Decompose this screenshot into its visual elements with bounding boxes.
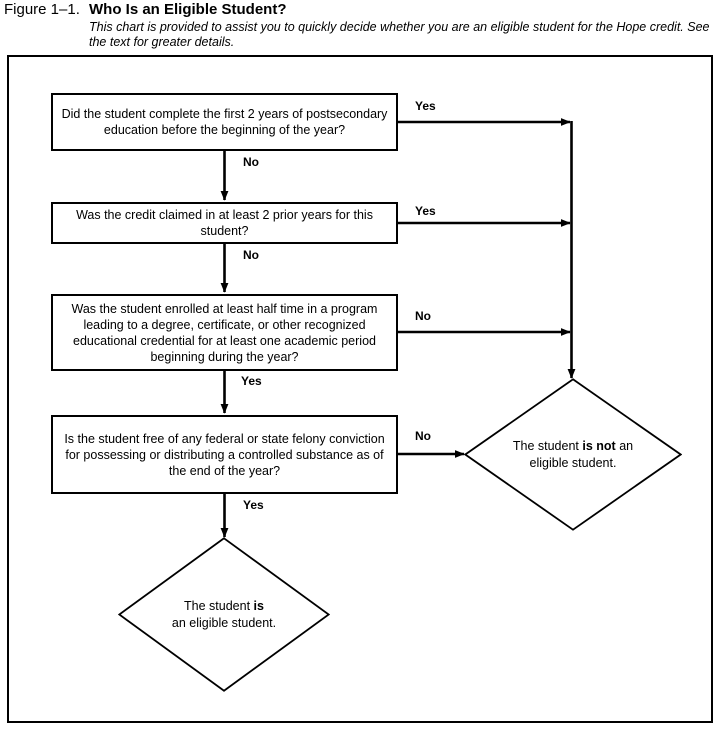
edge-label-box1-no: No <box>243 155 259 169</box>
question-box-1[interactable]: Did the student complete the first 2 yea… <box>51 93 398 151</box>
edge-label-box1-yes: Yes <box>415 99 436 113</box>
figure-title: Who Is an Eligible Student? <box>89 1 287 18</box>
edge-label-box3-yes: Yes <box>241 374 262 388</box>
edge-label-box3-no: No <box>415 309 431 323</box>
flowchart-frame: Did the student complete the first 2 yea… <box>7 55 713 723</box>
question-box-3-text: Was the student enrolled at least half t… <box>71 301 378 364</box>
outcome-eligible[interactable]: The student is an eligible student. <box>118 537 330 692</box>
question-box-2-text: Was the credit claimed in at least 2 pri… <box>76 208 373 238</box>
question-box-4[interactable]: Is the student free of any federal or st… <box>51 415 398 494</box>
edge-label-box2-no: No <box>243 248 259 262</box>
diamond-shape-not-eligible <box>464 378 682 531</box>
diamond-shape-eligible <box>118 537 330 692</box>
figure-caption: Figure 1–1. Who Is an Eligible Student? … <box>0 0 721 52</box>
question-box-2[interactable]: Was the credit claimed in at least 2 pri… <box>51 202 398 244</box>
figure-description: This chart is provided to assist you to … <box>89 20 710 49</box>
edge-label-box4-no: No <box>415 429 431 443</box>
outcome-not-eligible[interactable]: The student is not an eligible student. <box>464 378 682 531</box>
question-box-1-text: Did the student complete the first 2 yea… <box>61 107 388 137</box>
figure-number: Figure 1–1. <box>4 1 80 18</box>
edge-label-box4-yes: Yes <box>243 498 264 512</box>
question-box-4-text: Is the student free of any federal or st… <box>64 431 385 478</box>
edge-label-box2-yes: Yes <box>415 204 436 218</box>
question-box-3[interactable]: Was the student enrolled at least half t… <box>51 294 398 371</box>
